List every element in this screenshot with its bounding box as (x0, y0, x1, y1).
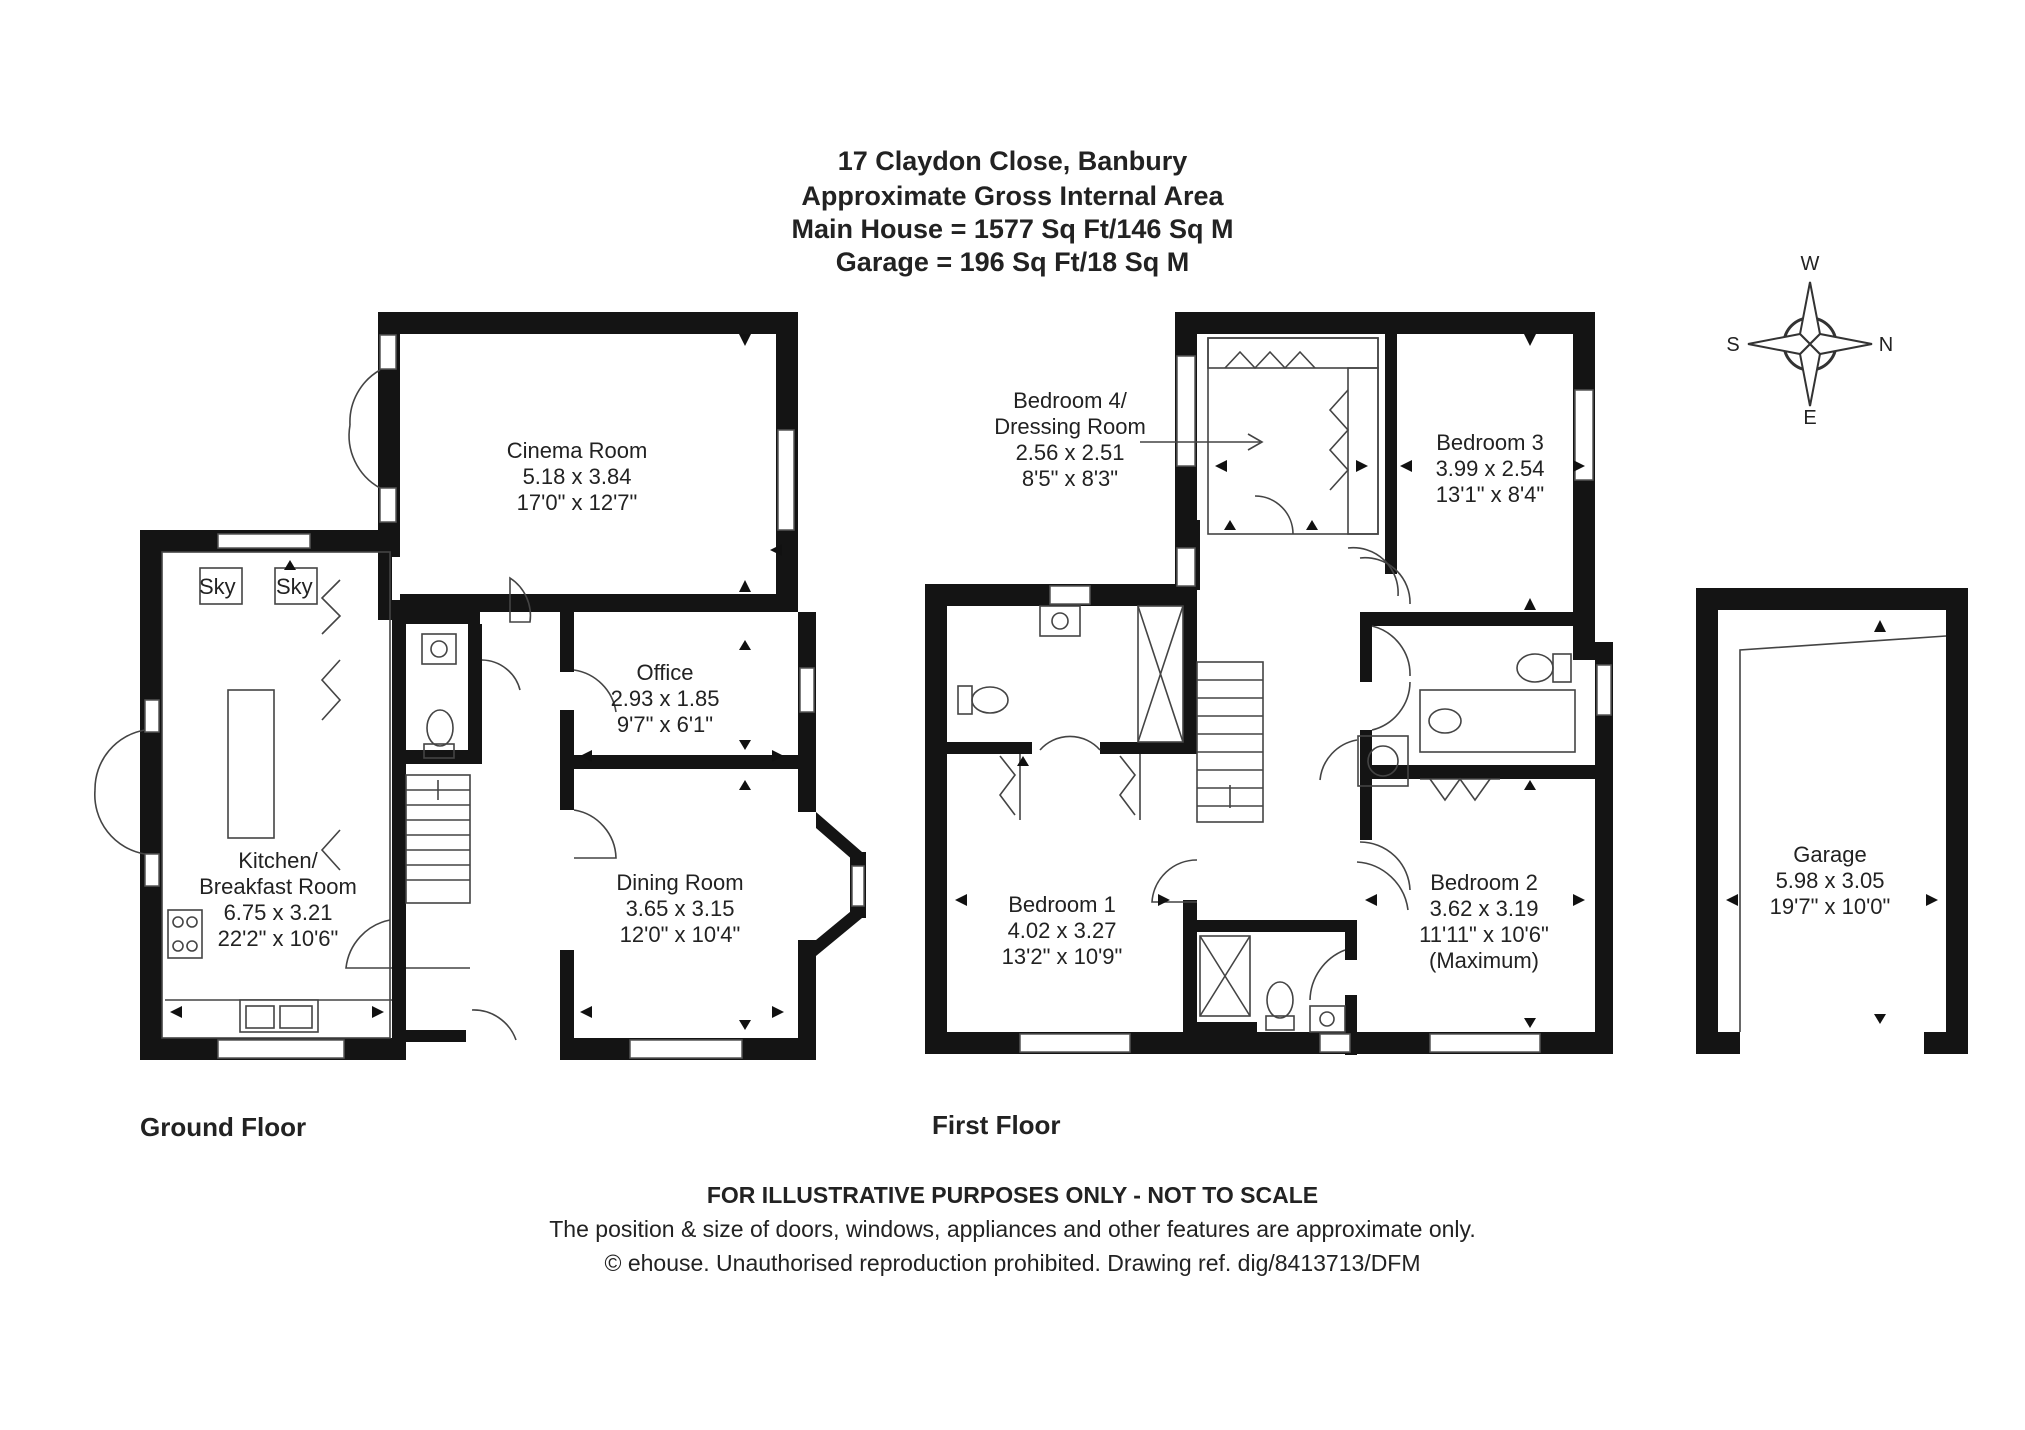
compass-north: N (1879, 334, 1893, 356)
room-name: Dining Room (616, 870, 743, 895)
room-size-metric: 5.18 x 3.84 (523, 464, 632, 489)
room-name: Bedroom 2 (1430, 870, 1538, 895)
room-name: Cinema Room (507, 438, 648, 463)
first-floor-plan (925, 312, 1613, 1055)
office-label: Office 2.93 x 1.85 9'7" x 6'1" (611, 660, 720, 737)
room-size-metric: 2.93 x 1.85 (611, 686, 720, 711)
room-name: Bedroom 1 (1008, 892, 1116, 917)
room-name: Breakfast Room (199, 874, 357, 899)
room-size-imperial: 22'2" x 10'6" (218, 926, 339, 951)
room-size-metric: 2.56 x 2.51 (1016, 440, 1125, 465)
room-size-imperial: 13'2" x 10'9" (1002, 944, 1123, 969)
room-size-imperial: 12'0" x 10'4" (620, 922, 741, 947)
main-house-area: Main House = 1577 Sq Ft/146 Sq M (791, 214, 1234, 244)
room-size-metric: 3.99 x 2.54 (1436, 456, 1545, 481)
room-size-metric: 4.02 x 3.27 (1008, 918, 1117, 943)
room-size-imperial: 9'7" x 6'1" (617, 712, 713, 737)
room-name: Office (636, 660, 693, 685)
room-name: Kitchen/ (238, 848, 318, 873)
disclaimer-heading: FOR ILLUSTRATIVE PURPOSES ONLY - NOT TO … (706, 1182, 1319, 1208)
title-address: 17 Claydon Close, Banbury (837, 146, 1188, 176)
area-heading: Approximate Gross Internal Area (801, 181, 1224, 211)
skylight-label: Sky (276, 574, 313, 599)
bedroom-3-label: Bedroom 3 3.99 x 2.54 13'1" x 8'4" (1436, 430, 1545, 507)
compass-south: S (1726, 334, 1739, 356)
room-name: Dressing Room (994, 414, 1146, 439)
compass-east: E (1803, 407, 1816, 429)
room-name: Bedroom 4/ (1013, 388, 1128, 413)
room-size-note: (Maximum) (1429, 948, 1539, 973)
dining-room-label: Dining Room 3.65 x 3.15 12'0" x 10'4" (616, 870, 743, 947)
kitchen-label: Kitchen/ Breakfast Room 6.75 x 3.21 22'2… (199, 848, 357, 951)
disclaimer-text: The position & size of doors, windows, a… (549, 1216, 1476, 1242)
bedroom-2-label: Bedroom 2 3.62 x 3.19 11'11" x 10'6" (Ma… (1419, 870, 1549, 973)
compass-rose-icon (1747, 281, 1873, 407)
room-name: Garage (1793, 842, 1866, 867)
bedroom-4-label: Bedroom 4/ Dressing Room 2.56 x 2.51 8'5… (994, 388, 1146, 491)
first-floor-label: First Floor (932, 1110, 1061, 1140)
room-size-imperial: 11'11" x 10'6" (1419, 922, 1549, 947)
room-size-metric: 3.65 x 3.15 (626, 896, 735, 921)
compass-west: W (1801, 253, 1820, 275)
room-size-metric: 5.98 x 3.05 (1776, 868, 1885, 893)
garage-area: Garage = 196 Sq Ft/18 Sq M (835, 247, 1190, 277)
cinema-room-label: Cinema Room 5.18 x 3.84 17'0" x 12'7" (507, 438, 648, 515)
room-size-imperial: 13'1" x 8'4" (1436, 482, 1544, 507)
ground-floor-plan (94, 312, 866, 1060)
room-name: Bedroom 3 (1436, 430, 1544, 455)
room-size-metric: 6.75 x 3.21 (224, 900, 333, 925)
room-size-imperial: 8'5" x 8'3" (1022, 466, 1118, 491)
skylight-label: Sky (199, 574, 236, 599)
room-size-imperial: 17'0" x 12'7" (517, 490, 638, 515)
garage-label: Garage 5.98 x 3.05 19'7" x 10'0" (1770, 842, 1891, 919)
ground-floor-label: Ground Floor (140, 1112, 307, 1142)
room-size-metric: 3.62 x 3.19 (1430, 896, 1539, 921)
copyright-text: © ehouse. Unauthorised reproduction proh… (604, 1250, 1421, 1276)
bedroom-1-label: Bedroom 1 4.02 x 3.27 13'2" x 10'9" (1002, 892, 1123, 969)
garage-plan (1696, 588, 1968, 1054)
room-size-imperial: 19'7" x 10'0" (1770, 894, 1891, 919)
